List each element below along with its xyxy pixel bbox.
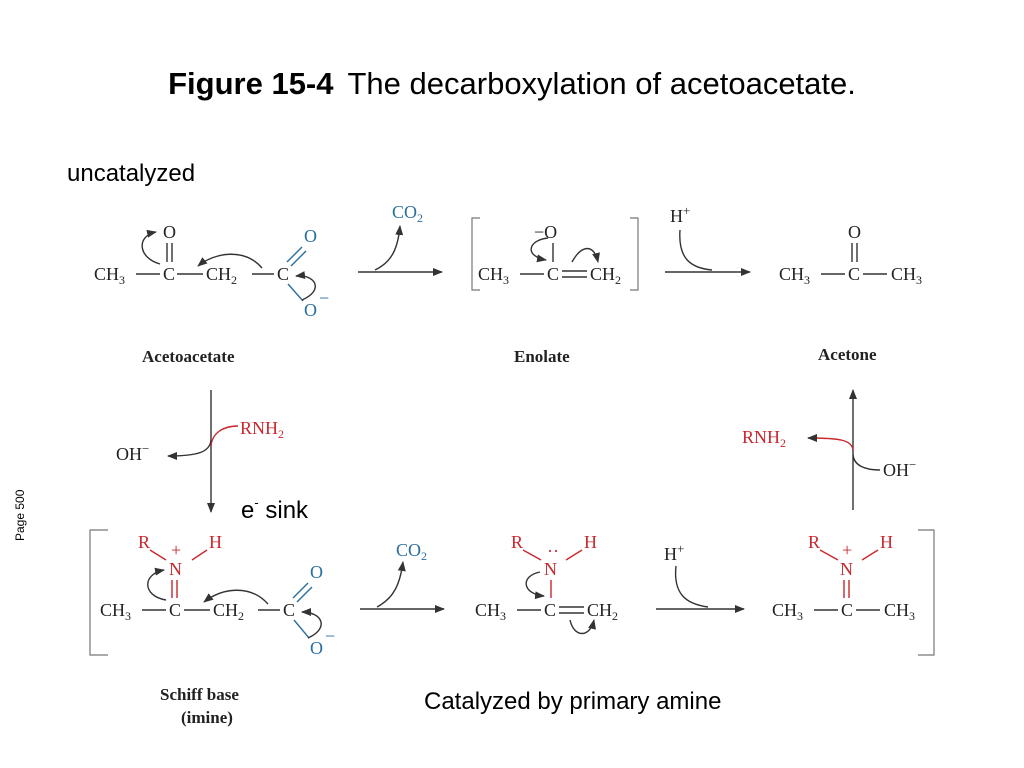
svg-text:OH−: OH−: [883, 457, 916, 480]
svg-text:CH3: CH3: [779, 264, 810, 287]
svg-text:RNH2: RNH2: [742, 427, 786, 450]
enolate-structure: CH3 C CH2 −O: [471, 217, 639, 291]
svg-text:CH2: CH2: [587, 600, 618, 623]
svg-text:−: −: [325, 626, 335, 646]
catalyzed-label: Catalyzed by primary amine: [424, 688, 722, 715]
decarboxylation-arrow-bottom: CO2: [360, 540, 445, 613]
svg-text:O: O: [163, 222, 176, 242]
svg-text:C: C: [547, 264, 559, 284]
svg-text:CH3: CH3: [478, 264, 509, 287]
svg-text:C: C: [841, 600, 853, 620]
uncatalyzed-label: uncatalyzed: [67, 160, 196, 187]
acetone-structure: CH3 C CH3 O: [779, 222, 922, 287]
schiff-base-label-line2: (imine): [181, 708, 233, 727]
svg-text:R: R: [511, 532, 523, 552]
svg-text:OH−: OH−: [116, 441, 149, 464]
svg-text:R: R: [138, 532, 150, 552]
protonation-arrow-top: H+: [665, 203, 751, 276]
imine-formation-arrow: RNH2 OH−: [116, 390, 284, 513]
enamine-structure: R H N ·· CH3 C CH2: [475, 532, 618, 635]
enolate-label: Enolate: [514, 347, 570, 366]
svg-text:R: R: [808, 532, 820, 552]
svg-text:CH3: CH3: [475, 600, 506, 623]
schiff-base-label-line1: Schiff base: [160, 685, 239, 704]
svg-text:CO2: CO2: [392, 202, 423, 225]
iminium-structure: R H N + CH3 C CH3: [772, 529, 935, 656]
svg-text:+: +: [842, 540, 852, 560]
svg-text:CH3: CH3: [100, 600, 131, 623]
svg-text:O: O: [304, 226, 317, 246]
svg-text:N: N: [544, 559, 557, 579]
svg-text:O: O: [304, 300, 317, 320]
svg-text:C: C: [848, 264, 860, 284]
acetoacetate-label: Acetoacetate: [142, 347, 235, 366]
electron-sink-label: e- sink: [241, 495, 309, 524]
svg-text:H: H: [209, 532, 222, 552]
figure-caption: The decarboxylation of acetoacetate.: [347, 66, 856, 101]
svg-text:CH3: CH3: [891, 264, 922, 287]
svg-text:CH3: CH3: [884, 600, 915, 623]
acetone-label: Acetone: [818, 345, 877, 364]
svg-text:+: +: [171, 540, 181, 560]
svg-text:CH2: CH2: [213, 600, 244, 623]
svg-text:H+: H+: [664, 541, 684, 564]
svg-text:CH2: CH2: [206, 264, 237, 287]
svg-text:O: O: [310, 562, 323, 582]
svg-text:H: H: [880, 532, 893, 552]
svg-text:N: N: [169, 559, 182, 579]
svg-text:C: C: [277, 264, 289, 284]
svg-text:RNH2: RNH2: [240, 418, 284, 441]
svg-text:H+: H+: [670, 203, 690, 226]
acetoacetate-structure: CH3 C CH2 C O O O −: [94, 222, 329, 320]
svg-text:C: C: [169, 600, 181, 620]
svg-text:N: N: [840, 559, 853, 579]
svg-text:H: H: [584, 532, 597, 552]
decarboxylation-arrow-top: CO2: [358, 202, 443, 276]
svg-text:CH3: CH3: [94, 264, 125, 287]
svg-text:−: −: [319, 288, 329, 308]
svg-text:C: C: [544, 600, 556, 620]
svg-text:CH2: CH2: [590, 264, 621, 287]
svg-text:C: C: [283, 600, 295, 620]
protonation-arrow-bottom: H+: [656, 541, 745, 613]
imine-hydrolysis-arrow: RNH2 OH−: [742, 389, 916, 510]
svg-text:O: O: [848, 222, 861, 242]
svg-text:C: C: [163, 264, 175, 284]
svg-text:··: ··: [547, 541, 559, 561]
figure-title: Figure 15-4 The decarboxylation of acetoa…: [0, 66, 1024, 102]
svg-text:−O: −O: [534, 222, 557, 242]
schiff-base-structure: R H N + CH3 C CH2 C O O −: [89, 529, 335, 658]
svg-text:O: O: [310, 638, 323, 658]
figure-number: Figure 15-4: [168, 66, 334, 101]
svg-text:CH3: CH3: [772, 600, 803, 623]
svg-text:CO2: CO2: [396, 540, 427, 563]
